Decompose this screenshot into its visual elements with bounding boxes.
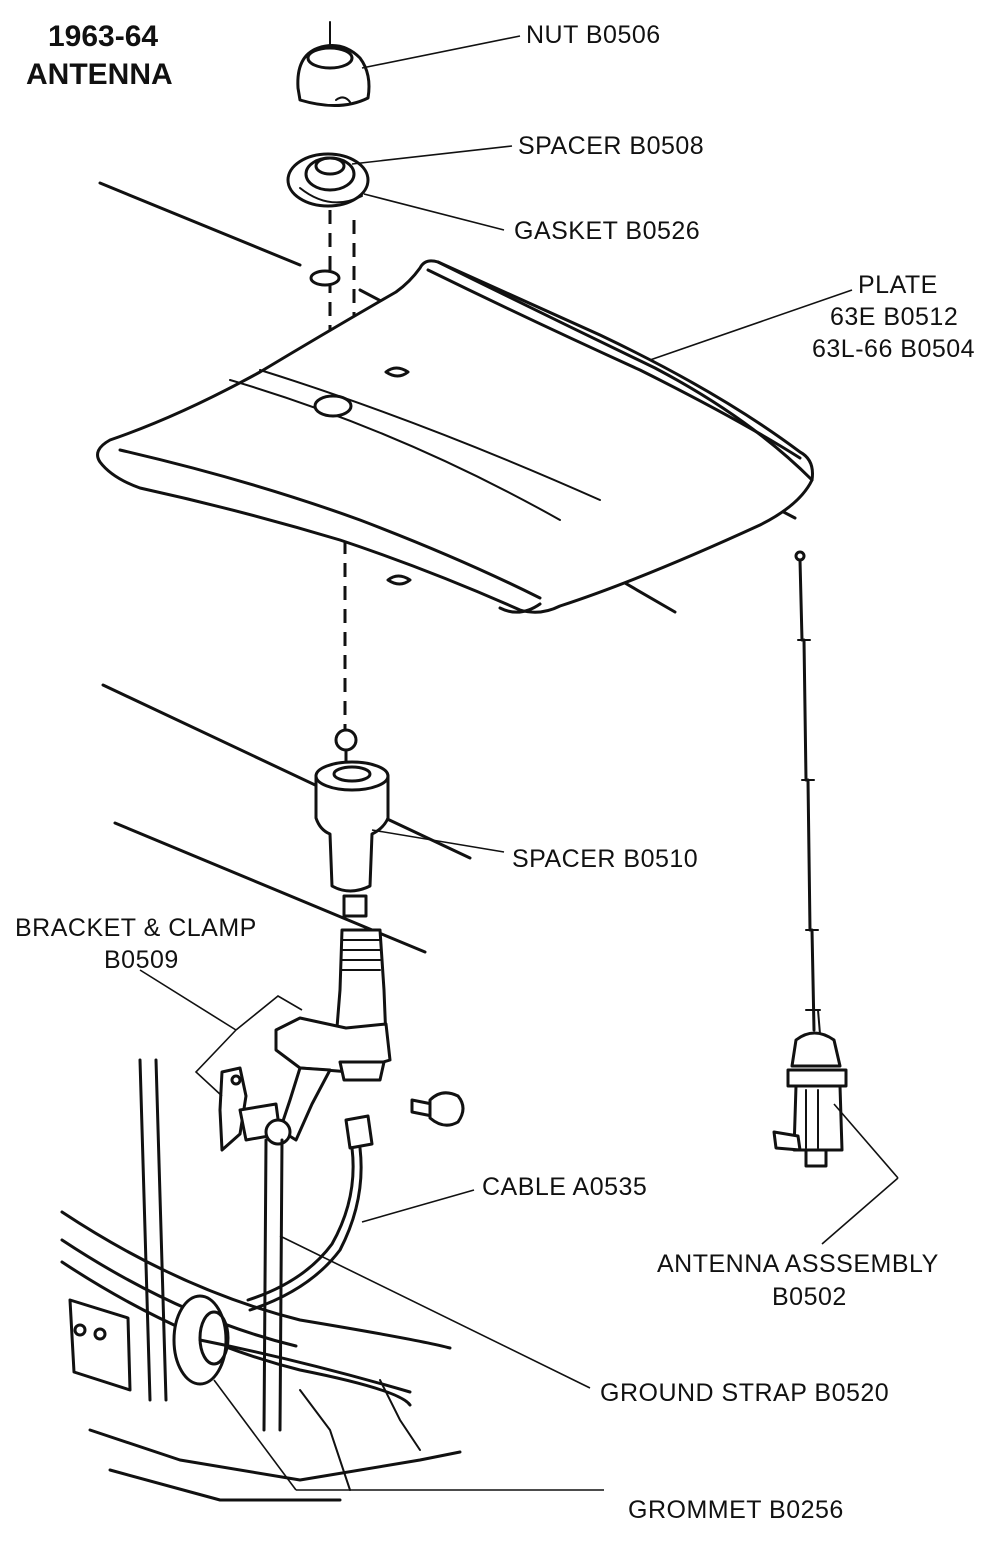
label-nut: NUT B0506 [526,21,661,49]
label-grommet: GROMMET B0256 [628,1496,844,1524]
label-plate-line3: 63L-66 B0504 [812,335,976,363]
nut-part [296,21,371,108]
antenna-assembly-part [772,550,848,1168]
mast-tip [334,728,358,772]
label-plate-line2: 63E B0512 [830,303,959,331]
leader-lines [139,35,899,1491]
ground-strap-part [138,1058,284,1432]
cable-part [246,1114,374,1312]
label-antenna-assembly-line2: B0502 [772,1283,847,1311]
label-plate-line1: PLATE [858,271,938,299]
label-ground-strap: GROUND STRAP B0520 [600,1379,890,1407]
label-spacer-bottom: SPACER B0510 [512,845,699,873]
spacer-gasket-part [286,152,370,208]
frame-grommet-region [60,1210,462,1502]
lower-spacer-part [314,760,390,918]
label-antenna-assembly-line1: ANTENNA ASSSEMBLY [657,1250,939,1278]
label-cable: CABLE A0535 [482,1173,648,1201]
diagram-title-line1: 1963-64 [48,20,159,53]
label-gasket: GASKET B0526 [514,217,701,245]
label-bracket-line1: BRACKET & CLAMP [15,914,257,942]
label-spacer-top: SPACER B0508 [518,132,705,160]
diagram-title-line2: ANTENNA [26,58,173,91]
antenna-base-bracket [194,928,465,1152]
label-bracket-line2: B0509 [104,946,179,974]
antenna-plate-part [96,259,814,614]
